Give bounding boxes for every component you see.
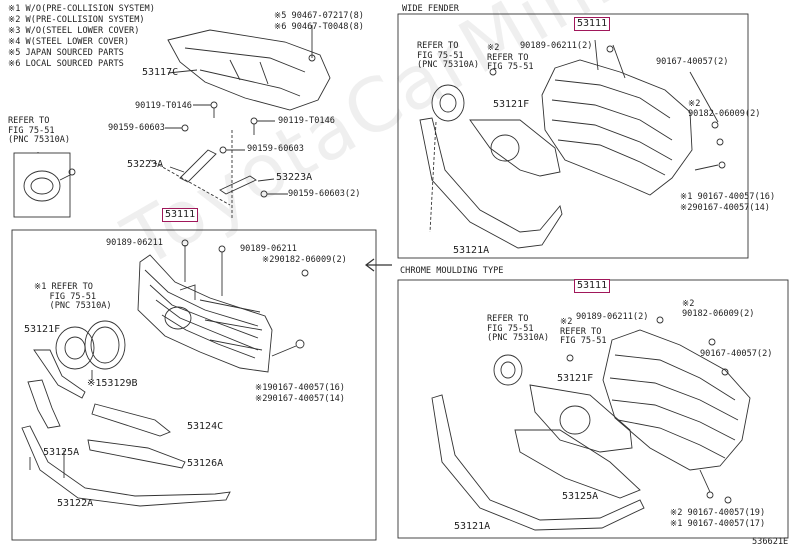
arrow-left: [365, 258, 392, 272]
header-wide-fender: WIDE FENDER: [402, 4, 459, 14]
label-53126A: 53126A: [187, 458, 224, 469]
label-53121F-chrome: 53121F: [557, 373, 594, 384]
footer-code: 536621E: [752, 537, 789, 547]
label-90182-chrome: ※2 90182-06009(2): [682, 299, 755, 319]
legend-2: ※2 W(PRE-COLLISION SYSTEM): [8, 15, 145, 25]
label-90189-wide: 90189-06211(2): [520, 41, 593, 51]
bracket-left: [179, 149, 217, 183]
label-s1-wide: ※1 90167-40057(16): [680, 192, 776, 202]
label-53121A-chrome: 53121A: [454, 521, 491, 532]
label-90182: ※290182-06009(2): [262, 255, 347, 265]
label-bolt-5: ※5 90467-07217(8): [274, 11, 364, 21]
molding-53125A-left: [27, 379, 61, 429]
label-90167-chrome: 90167-40057(2): [700, 349, 773, 359]
main-box: [11, 229, 377, 541]
bracket-right: [219, 175, 257, 195]
label-53125A-main: 53125A: [43, 447, 80, 458]
label-53121F-main: 53121F: [24, 324, 61, 335]
highlight-53111-wide[interactable]: 53111: [574, 17, 611, 31]
label-90167-wide: 90167-40057(2): [656, 57, 729, 67]
highlight-53111-chrome[interactable]: 53111: [574, 279, 611, 293]
label-53125A-chrome: 53125A: [562, 491, 599, 502]
molding-53121F: [33, 349, 86, 399]
emblem-ring-part: [84, 320, 126, 370]
label-53117C: 53117C: [142, 67, 179, 78]
molding-wide-53121A: [419, 117, 563, 249]
label-90189-a: 90189-06211: [106, 238, 163, 248]
label-53223A-left: 53223A: [127, 159, 164, 170]
label-s1-main: ※190167-40057(16): [255, 383, 345, 393]
label-refer2-wide: ※2 REFER TO FIG 75-51: [487, 43, 534, 73]
label-53121A-wide: 53121A: [453, 245, 490, 256]
emblem-wide: [431, 84, 465, 122]
emblem-chrome: [493, 354, 523, 386]
label-90159-b: 90159-60603: [247, 144, 304, 154]
label-s2-chrome: ※1 90167-40057(17): [670, 519, 766, 529]
grille-wide: [541, 59, 693, 196]
legend-5: ※5 JAPAN SOURCED PARTS: [8, 48, 124, 58]
label-refer-top-left: REFER TO FIG 75-51 (PNC 75310A): [8, 116, 71, 146]
molding-chrome-53121A: [431, 394, 645, 531]
label-90159-a: 90159-60603: [108, 123, 165, 133]
label-s2-main: ※290167-40057(14): [255, 394, 345, 404]
legend-3: ※3 W/O(STEEL LOWER COVER): [8, 26, 140, 36]
lower-molding-53122A: [21, 425, 231, 507]
emblem-ref-box: [13, 152, 71, 218]
grille-main: [137, 254, 273, 373]
label-90189-chrome: 90189-06211(2): [576, 312, 649, 322]
label-s1-chrome: ※2 90167-40057(19): [670, 508, 766, 518]
label-53124C: 53124C: [187, 421, 224, 432]
legend-4: ※4 W(STEEL LOWER COVER): [8, 37, 130, 47]
label-s2-wide: ※290167-40057(14): [680, 203, 770, 213]
molding-wide-53121F: [469, 119, 561, 177]
label-90119-left: 90119-T0146: [135, 101, 192, 111]
label-53121F-wide: 53121F: [493, 99, 530, 110]
label-bolt-6: ※6 90467-T0048(8): [274, 22, 364, 32]
molding-chrome-53121F: [529, 384, 633, 453]
wide-fender-box: [397, 13, 749, 259]
label-refer-wide: REFER TO FIG 75-51 (PNC 75310A): [417, 41, 480, 71]
label-90189-b: 90189-06211: [240, 244, 297, 254]
lower-cover-part: [167, 29, 331, 111]
molding-53124C: [91, 403, 171, 437]
emblem-part: [55, 326, 95, 370]
legend-6: ※6 LOCAL SOURCED PARTS: [8, 59, 124, 69]
label-90119-right: 90119-T0146: [278, 116, 335, 126]
legend-1: ※1 W/O(PRE-COLLISION SYSTEM): [8, 4, 155, 14]
header-chrome-moulding: CHROME MOULDING TYPE: [400, 266, 504, 276]
label-refer2-chrome: ※2 REFER TO FIG 75-51: [560, 317, 607, 347]
label-53129B: ※153129B: [87, 378, 138, 389]
molding-chrome-53125A: [514, 429, 641, 499]
label-53122A: 53122A: [57, 498, 94, 509]
grille-chrome: [602, 329, 751, 471]
highlight-53111-main[interactable]: 53111: [162, 208, 199, 222]
molding-53126A: [87, 439, 186, 469]
label-90182-wide: ※2 90182-06009(2): [688, 99, 761, 119]
label-refer-chrome: REFER TO FIG 75-51 (PNC 75310A): [487, 314, 550, 344]
label-90159-c: 90159-60603(2): [288, 189, 361, 199]
label-refer-main: ※1 REFER TO FIG 75-51 (PNC 75310A): [34, 282, 112, 312]
label-53223A-right: 53223A: [276, 172, 313, 183]
